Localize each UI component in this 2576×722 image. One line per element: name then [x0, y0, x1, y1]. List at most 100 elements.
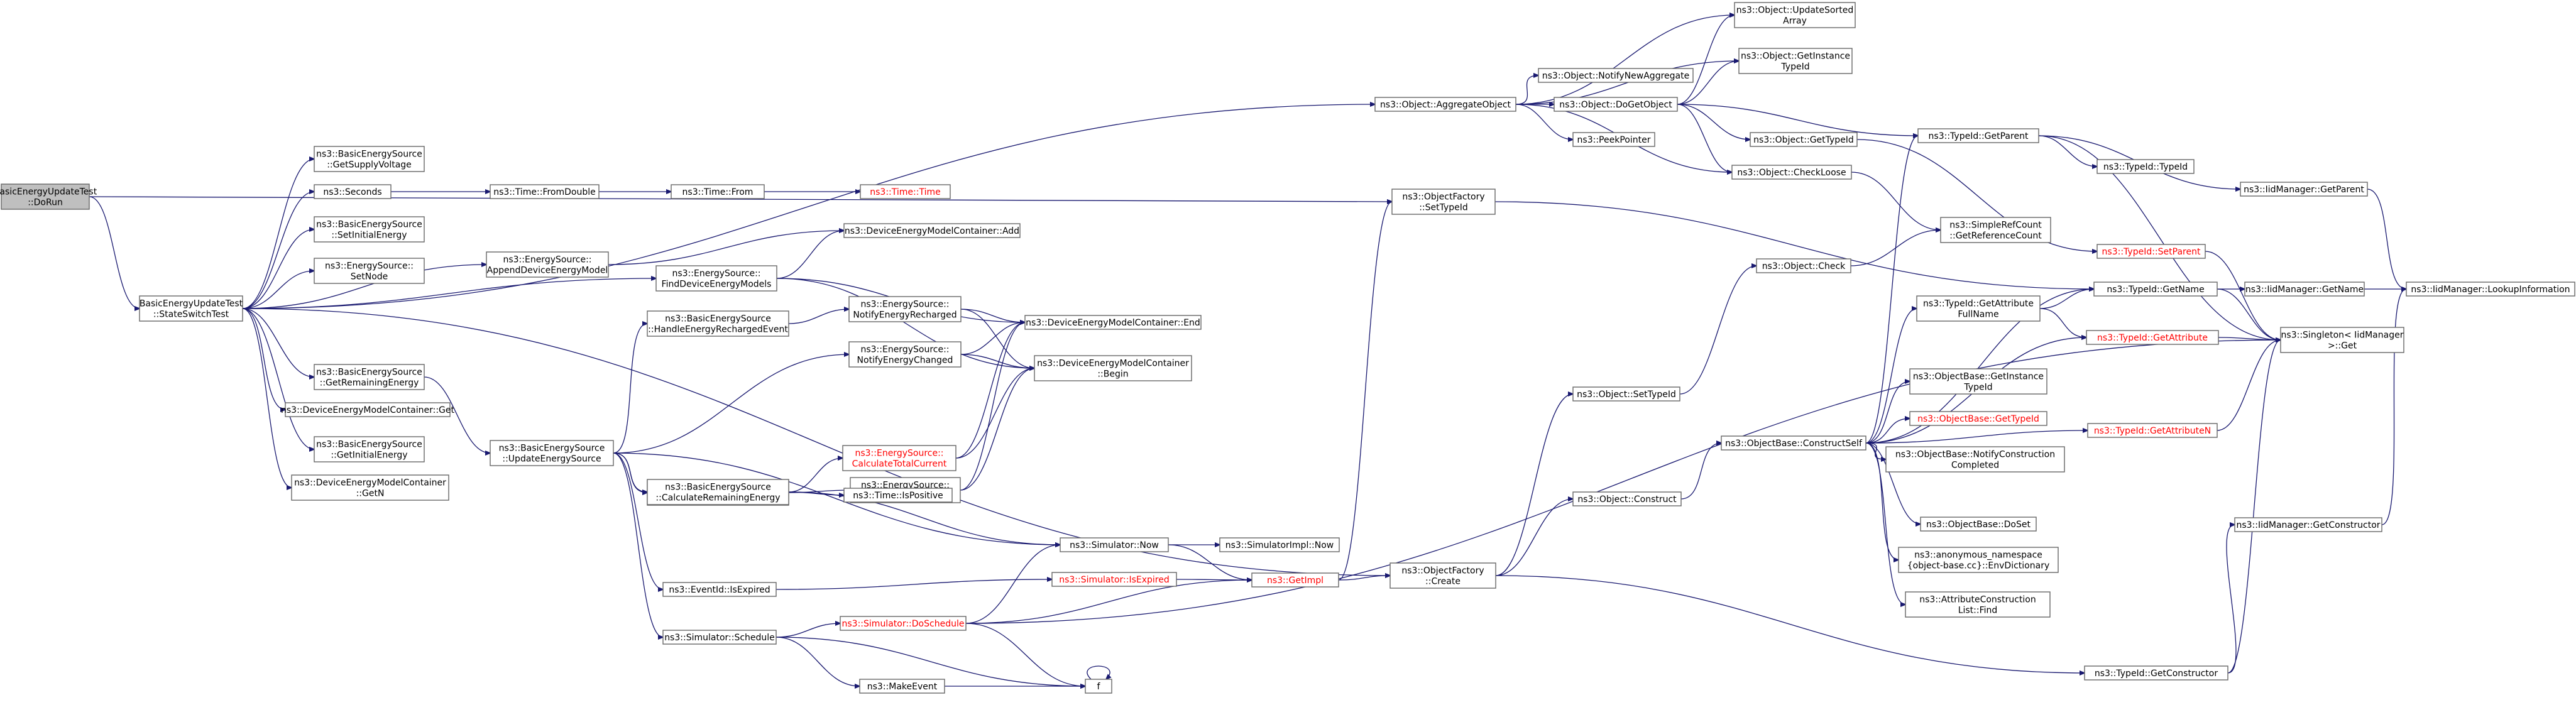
node-getSupplyVoltage[interactable]: ns3::BasicEnergySource::GetSupplyVoltage: [314, 146, 425, 172]
node-isPositive[interactable]: ns3::Time::IsPositive: [843, 488, 953, 503]
node-iidGetName[interactable]: ns3::IidManager::GetName: [2244, 282, 2365, 297]
node-getInitial[interactable]: ns3::BasicEnergySource::GetInitialEnergy: [314, 436, 425, 462]
node-simImplNow[interactable]: ns3::SimulatorImpl::Now: [1219, 537, 1340, 552]
node-fromDouble[interactable]: ns3::Time::FromDouble: [490, 184, 600, 199]
node-box: [2096, 244, 2206, 259]
node-objCheck[interactable]: ns3::Object::Check: [1756, 258, 1851, 273]
node-label: TypeId: [1963, 383, 1992, 393]
node-demcAdd[interactable]: ns3::DeviceEnergyModelContainer::Add: [843, 223, 1021, 238]
node-doGetObject[interactable]: ns3::Object::DoGetObject: [1554, 97, 1678, 112]
node-label: ns3::TypeId::TypeId: [2103, 162, 2188, 172]
node-ofCreate[interactable]: ns3::ObjectFactory::Create: [1389, 562, 1496, 589]
node-label: ns3::EnergySource::: [855, 449, 943, 459]
node-simIsExpired[interactable]: ns3::Simulator::IsExpired: [1051, 572, 1177, 587]
node-label: ns3::ObjectBase::NotifyConstruction: [1895, 450, 2055, 460]
node-tidGetParent[interactable]: ns3::TypeId::GetParent: [1917, 128, 2039, 143]
node-tidGetName[interactable]: ns3::TypeId::GetName: [2093, 282, 2218, 297]
node-box: [2240, 182, 2368, 197]
node-label: ns3::ObjectFactory: [1402, 192, 1484, 202]
node-notifyRecharged[interactable]: ns3::EnergySource::NotifyEnergyRecharged: [848, 296, 962, 322]
node-demcGet[interactable]: ns3::DeviceEnergyModelContainer::Get: [281, 402, 454, 417]
node-timeFrom[interactable]: ns3::Time::From: [671, 184, 765, 199]
edge-stateSwitch-to-demcGet: [242, 308, 285, 410]
node-peekPointer[interactable]: ns3::PeekPointer: [1572, 132, 1655, 147]
node-setInitialEnergy[interactable]: ns3::BasicEnergySource::SetInitialEnergy: [314, 216, 425, 243]
node-label: ns3::ObjectBase::GetInstance: [1913, 372, 2044, 382]
node-box: [314, 184, 392, 199]
edge-updateEnergy-to-notifyChanged: [613, 354, 849, 454]
node-calcTotal[interactable]: ns3::EnergySource::CalculateTotalCurrent: [842, 445, 956, 471]
node-objConstruct[interactable]: ns3::Object::Construct: [1572, 491, 1682, 506]
node-root[interactable]: BasicEnergyUpdateTest::DoRun: [0, 183, 97, 210]
node-envDictionary[interactable]: ns3::anonymous_namespace{object-base.cc}…: [1898, 547, 2059, 573]
node-singletonGet[interactable]: ns3::Singleton< IidManager >::Get: [2280, 327, 2404, 353]
node-label: ns3::Time::From: [682, 187, 754, 197]
node-seconds[interactable]: ns3::Seconds: [314, 184, 392, 199]
node-timeTime[interactable]: ns3::Time::Time: [860, 184, 951, 199]
node-tidGetAttribute[interactable]: ns3::TypeId::GetAttribute: [2086, 330, 2219, 345]
node-tidTypeId[interactable]: ns3::TypeId::TypeId: [2096, 159, 2195, 174]
edge-tidSetParent-to-singletonGet: [2205, 251, 2281, 340]
node-appendDevice[interactable]: ns3::EnergySource::AppendDeviceEnergyMod…: [486, 251, 609, 278]
node-box: [2244, 282, 2365, 297]
node-box: [1554, 97, 1678, 112]
node-updateEnergy[interactable]: ns3::BasicEnergySource::UpdateEnergySour…: [490, 440, 614, 466]
node-box: [647, 310, 789, 337]
node-getRefCount[interactable]: ns3::SimpleRefCount::GetReferenceCount: [1940, 217, 2051, 243]
node-iidLookup[interactable]: ns3::IidManager::LookupInformation: [2406, 282, 2575, 297]
node-notifyChanged[interactable]: ns3::EnergySource::NotifyEnergyChanged: [848, 341, 962, 368]
node-obDoSet[interactable]: ns3::ObjectBase::DoSet: [1920, 517, 2037, 532]
node-demcEnd[interactable]: ns3::DeviceEnergyModelContainer::End: [1024, 315, 1202, 330]
node-label: FullName: [1958, 310, 1998, 320]
node-label: ns3::Object::NotifyNewAggregate: [1542, 71, 1689, 81]
node-label: ns3::Simulator::Schedule: [664, 633, 775, 643]
edge-eventIsExpired-to-simIsExpired: [776, 579, 1052, 590]
edge-doSchedule-to-singletonGet: [965, 340, 2281, 624]
node-label: f: [1097, 682, 1101, 692]
node-getImpl[interactable]: ns3::GetImpl: [1251, 572, 1339, 588]
node-box: [1898, 547, 2059, 573]
node-label: ns3::EnergySource::: [860, 300, 949, 310]
edge-iidGetParent-to-iidLookup: [2367, 189, 2406, 289]
node-demcBegin[interactable]: ns3::DeviceEnergyModelContainer::Begin: [1034, 355, 1192, 381]
node-calcRemaining[interactable]: ns3::BasicEnergySource::CalculateRemaini…: [647, 479, 789, 505]
edge-tidGetParent-to-tidTypeId: [2038, 135, 2097, 167]
node-findDevice[interactable]: ns3::EnergySource::FindDeviceEnergyModel…: [655, 265, 777, 292]
node-makeEvent[interactable]: ns3::MakeEvent: [859, 679, 945, 694]
node-ofSetTypeId[interactable]: ns3::ObjectFactory::SetTypeId: [1391, 189, 1496, 215]
node-iidGetParent[interactable]: ns3::IidManager::GetParent: [2240, 182, 2368, 197]
node-iidGetConstructor[interactable]: ns3::IidManager::GetConstructor: [2234, 517, 2382, 532]
node-tidSetParent[interactable]: ns3::TypeId::SetParent: [2096, 244, 2206, 259]
node-stateSwitch[interactable]: BasicEnergyUpdateTest::StateSwitchTest: [139, 295, 243, 322]
node-constructSelf[interactable]: ns3::ObjectBase::ConstructSelf: [1721, 435, 1866, 451]
node-objSetTypeId[interactable]: ns3::Object::SetTypeId: [1572, 386, 1680, 402]
node-simSchedule[interactable]: ns3::Simulator::Schedule: [662, 630, 777, 645]
node-setNode[interactable]: ns3::EnergySource::SetNode: [314, 258, 425, 284]
node-label: Array: [1783, 16, 1807, 26]
node-objGetTypeId[interactable]: ns3::Object::GetTypeId: [1750, 132, 1858, 147]
node-box: [671, 184, 765, 199]
node-label: ns3::DeviceEnergyModelContainer: [294, 478, 446, 488]
node-aggregate[interactable]: ns3::Object::AggregateObject: [1374, 97, 1516, 112]
node-handleRecharged[interactable]: ns3::BasicEnergySource::HandleEnergyRech…: [647, 310, 789, 337]
node-eventIsExpired[interactable]: ns3::EventId::IsExpired: [662, 582, 777, 597]
node-obNotifyConstruction[interactable]: ns3::ObjectBase::NotifyConstructionCompl…: [1885, 446, 2065, 473]
node-obGetTypeId[interactable]: ns3::ObjectBase::GetTypeId: [1909, 411, 2047, 426]
node-doSchedule[interactable]: ns3::Simulator::DoSchedule: [840, 616, 967, 631]
node-label: ns3::MakeEvent: [867, 682, 938, 692]
edge-tidGetAttributeN-to-singletonGet: [2217, 340, 2281, 431]
node-tidGetConstructor[interactable]: ns3::TypeId::GetConstructor: [2084, 665, 2228, 681]
node-demcGetN[interactable]: ns3::DeviceEnergyModelContainer::GetN: [291, 474, 449, 501]
node-checkLoose[interactable]: ns3::Object::CheckLoose: [1731, 165, 1852, 180]
node-getRemaining[interactable]: ns3::BasicEnergySource::GetRemainingEner…: [314, 364, 425, 390]
node-notifyNewAgg[interactable]: ns3::Object::NotifyNewAggregate: [1538, 68, 1694, 83]
edge-ofCreate-to-objSetTypeId: [1495, 394, 1573, 576]
node-simNow[interactable]: ns3::Simulator::Now: [1060, 537, 1169, 552]
node-f[interactable]: f: [1085, 679, 1112, 694]
node-tidGetAttributeN[interactable]: ns3::TypeId::GetAttributeN: [2087, 423, 2218, 438]
